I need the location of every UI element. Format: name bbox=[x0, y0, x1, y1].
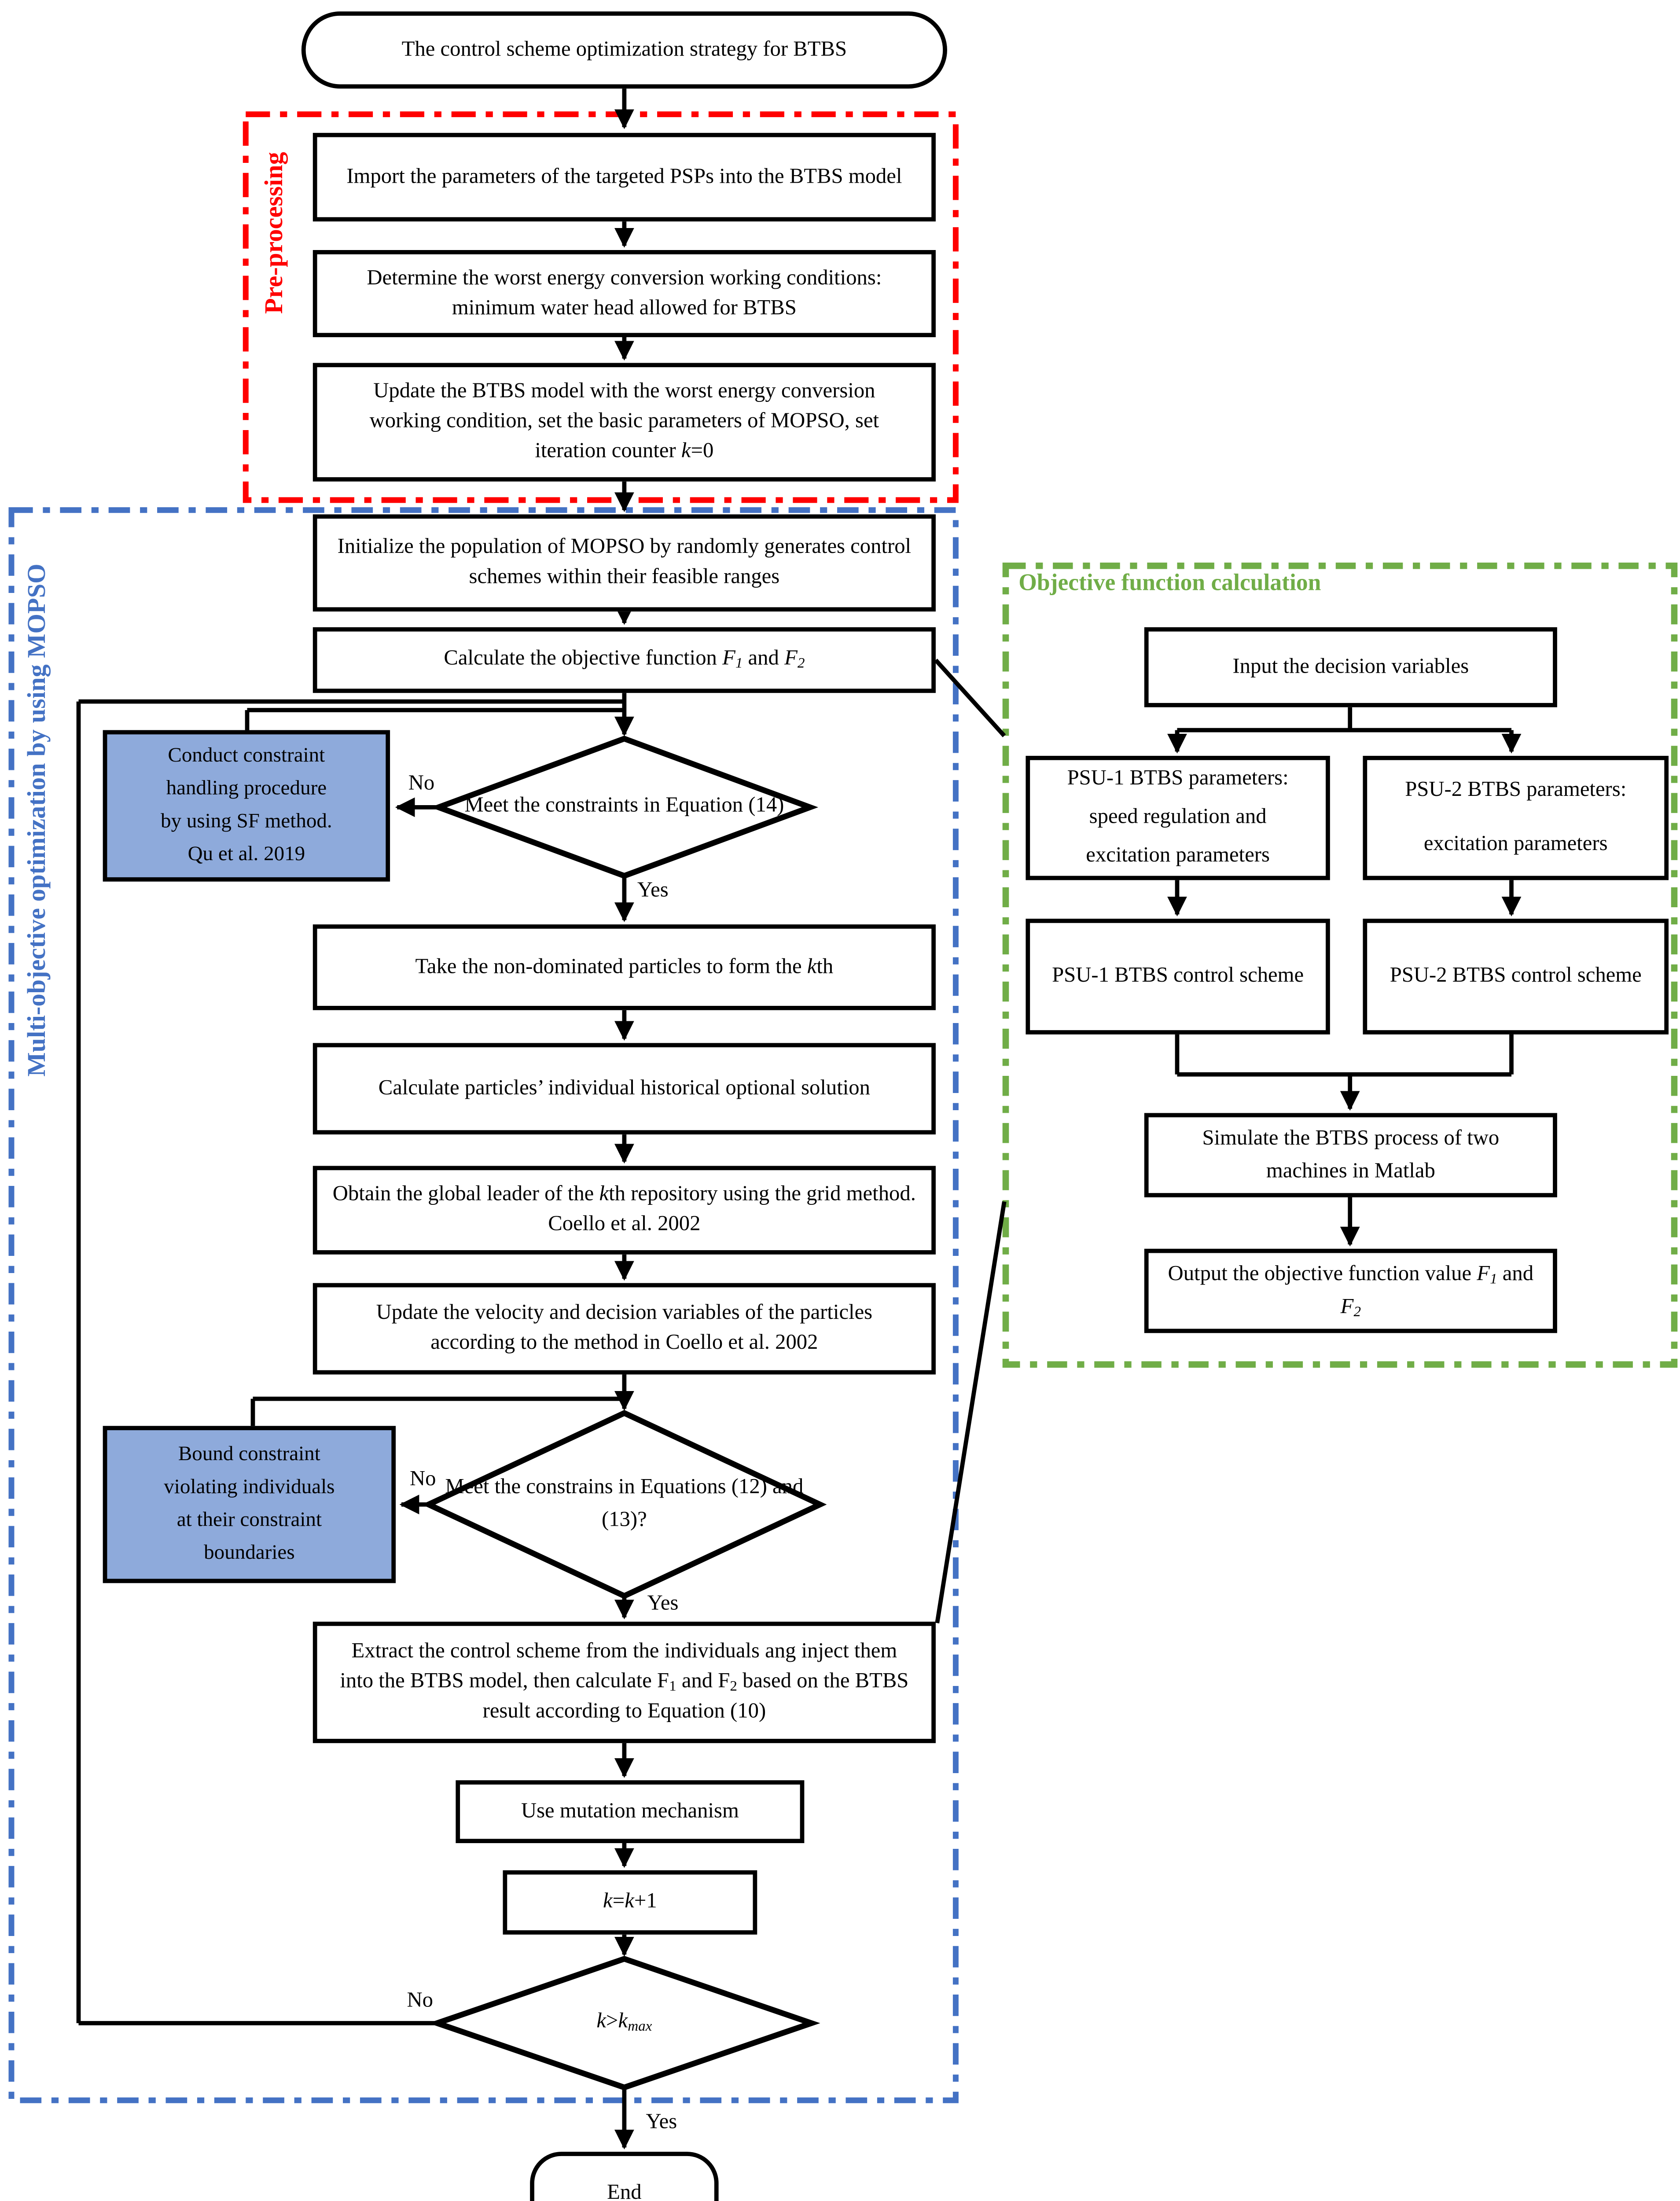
edge-label-no-eq12-13: No bbox=[409, 1468, 436, 1491]
node-psu1-control-scheme-label: PSU-1 BTBS control scheme bbox=[1052, 964, 1304, 987]
node-input-decision-variables-label: Input the decision variables bbox=[1232, 655, 1469, 678]
node-end-label: End bbox=[607, 2182, 642, 2201]
region-label-mopso: Multi-objective optimization by using MO… bbox=[22, 563, 51, 1077]
node-output-objective: Output the objective function value F1 a… bbox=[1144, 1248, 1557, 1333]
node-simulate-btbs: Simulate the BTBS process of two machine… bbox=[1144, 1113, 1557, 1197]
node-extract-control-scheme: Extract the control scheme from the indi… bbox=[312, 1621, 936, 1743]
node-update-btbs-model: Update the BTBS model with the worst ene… bbox=[312, 363, 936, 482]
node-simulate-btbs-label: Simulate the BTBS process of two machine… bbox=[1202, 1127, 1500, 1182]
region-label-objective-calculation: Objective function calculation bbox=[1018, 568, 1321, 596]
node-psu2-control-scheme: PSU-2 BTBS control scheme bbox=[1363, 919, 1669, 1034]
edge-label-yes-kmax: Yes bbox=[646, 2111, 677, 2134]
decision-eq14-label: Meet the constraints in Equation (14) bbox=[464, 795, 784, 818]
region-label-preprocessing: Pre-processing bbox=[259, 152, 288, 314]
edge-label-no-eq14: No bbox=[408, 772, 435, 795]
flow-arrows bbox=[76, 88, 634, 2149]
region-mopso-border bbox=[8, 507, 959, 2103]
decision-diamond-eq12-13 bbox=[422, 1410, 827, 1599]
node-conduct-sf-method-label: Conduct constraint handling procedure by… bbox=[161, 743, 332, 866]
decision-diamonds bbox=[422, 736, 827, 2091]
node-update-velocity-label: Update the velocity and decision variabl… bbox=[376, 1301, 873, 1354]
objective-panel-arrows bbox=[1167, 707, 1522, 1247]
node-take-nondominated-label: Take the non-dominated particles to form… bbox=[415, 955, 834, 978]
node-obtain-global-leader: Obtain the global leader of the kth repo… bbox=[312, 1166, 936, 1255]
region-objective-border bbox=[1002, 563, 1678, 1368]
node-psu2-parameters-label: PSU-2 BTBS parameters: excitation parame… bbox=[1405, 778, 1627, 855]
node-bound-constraint-label: Bound constraint violating individuals a… bbox=[164, 1442, 335, 1565]
edge-label-yes-eq12-13: Yes bbox=[647, 1592, 679, 1616]
node-psu2-parameters: PSU-2 BTBS parameters: excitation parame… bbox=[1363, 756, 1669, 880]
decision-diamond-kmax bbox=[428, 1956, 820, 2091]
decision-diamond-eq14 bbox=[430, 736, 819, 879]
node-extract-control-scheme-label: Extract the control scheme from the indi… bbox=[340, 1640, 909, 1724]
edge-label-yes-eq14: Yes bbox=[637, 879, 669, 902]
node-calc-individual-solution: Calculate particles’ individual historic… bbox=[312, 1043, 936, 1135]
node-input-decision-variables: Input the decision variables bbox=[1144, 627, 1557, 707]
node-take-nondominated: Take the non-dominated particles to form… bbox=[312, 924, 936, 1010]
callout-lines bbox=[934, 659, 1007, 1623]
edge-label-no-kmax: No bbox=[407, 1989, 434, 2013]
node-use-mutation-label: Use mutation mechanism bbox=[521, 1800, 739, 1822]
node-use-mutation: Use mutation mechanism bbox=[456, 1780, 805, 1844]
region-preprocessing-border bbox=[243, 111, 959, 503]
decision-kmax-label: k>kmax bbox=[596, 2010, 652, 2035]
node-psu2-control-scheme-label: PSU-2 BTBS control scheme bbox=[1390, 964, 1642, 987]
node-import-parameters-label: Import the parameters of the targeted PS… bbox=[346, 165, 902, 188]
node-calculate-objective: Calculate the objective function F1 and … bbox=[312, 627, 936, 693]
node-psu1-parameters-label: PSU-1 BTBS parameters: speed regulation … bbox=[1067, 767, 1289, 868]
node-output-objective-label: Output the objective function value F1 a… bbox=[1168, 1263, 1534, 1320]
node-calc-individual-solution-label: Calculate particles’ individual historic… bbox=[378, 1076, 871, 1100]
node-initialize-population: Initialize the population of MOPSO by ra… bbox=[312, 514, 936, 612]
node-end: End bbox=[530, 2152, 719, 2201]
decision-eq12-13-label: Meet the constrains in Equations (12) an… bbox=[445, 1476, 804, 1532]
node-update-btbs-model-label: Update the BTBS model with the worst ene… bbox=[369, 380, 879, 463]
node-obtain-global-leader-label: Obtain the global leader of the kth repo… bbox=[332, 1183, 916, 1236]
node-update-velocity: Update the velocity and decision variabl… bbox=[312, 1283, 936, 1375]
node-start-label: The control scheme optimization strategy… bbox=[401, 38, 847, 61]
node-bound-constraint: Bound constraint violating individuals a… bbox=[103, 1426, 396, 1583]
node-k-increment: k=k+1 bbox=[503, 1870, 757, 1935]
node-k-increment-label: k=k+1 bbox=[603, 1890, 657, 1914]
node-determine-worst-condition-label: Determine the worst energy conversion wo… bbox=[367, 266, 882, 320]
node-psu1-control-scheme: PSU-1 BTBS control scheme bbox=[1026, 919, 1330, 1034]
node-calculate-objective-label: Calculate the objective function F1 and … bbox=[444, 648, 805, 673]
node-initialize-population-label: Initialize the population of MOPSO by ra… bbox=[337, 536, 912, 589]
node-conduct-sf-method: Conduct constraint handling procedure by… bbox=[103, 730, 390, 882]
node-import-parameters: Import the parameters of the targeted PS… bbox=[312, 133, 936, 222]
node-start: The control scheme optimization strategy… bbox=[301, 11, 947, 89]
node-determine-worst-condition: Determine the worst energy conversion wo… bbox=[312, 250, 936, 337]
node-psu1-parameters: PSU-1 BTBS parameters: speed regulation … bbox=[1026, 756, 1330, 880]
